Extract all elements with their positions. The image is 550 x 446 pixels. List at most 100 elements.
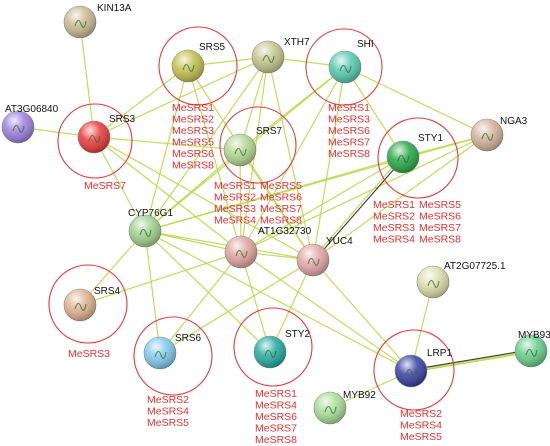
mesrs-label-srs5-mesrs2: MeSRS2 <box>172 114 214 126</box>
protein-structure-icon <box>139 228 152 237</box>
node-label-kin13a: KIN13A <box>97 3 132 14</box>
node-lrp1[interactable]: LRP1 <box>394 348 452 388</box>
mesrs-label-srs7-mesrs4: MeSRS4 <box>214 215 256 227</box>
mesrs-label-srs7-mesrs5: MeSRS5 <box>260 180 302 192</box>
mesrs-label-sty1-mesrs7: MeSRS7 <box>419 222 461 234</box>
node-label-nga3: NGA3 <box>500 116 528 127</box>
mesrs-label-shi-mesrs1: MeSRS1 <box>328 102 370 114</box>
edge-xth7-yuc4 <box>267 56 314 261</box>
highlight-ring-srs4 <box>48 264 128 344</box>
protein-structure-icon <box>235 249 248 258</box>
node-label-myb93: MYB93 <box>518 330 550 341</box>
protein-structure-icon <box>481 132 494 141</box>
node-label-shi: SHI <box>357 39 374 50</box>
protein-structure-icon <box>262 54 275 63</box>
node-label-cyp76g1: CYP76G1 <box>128 208 173 219</box>
edge-srs3-yuc4 <box>93 136 314 261</box>
edge-cyp76g1-srs4 <box>79 230 146 306</box>
mesrs-label-sty1-mesrs5: MeSRS5 <box>419 199 461 211</box>
highlight-ring-srs6 <box>133 316 213 396</box>
node-srs3[interactable]: SRS3 <box>77 114 136 154</box>
edge-sty1-cyp76g1 <box>144 156 404 232</box>
edge-srs3-at1g32730 <box>93 136 242 253</box>
node-srs5[interactable]: SRS5 <box>171 42 226 83</box>
protein-structure-icon <box>324 405 337 414</box>
edge-sty1-at1g32730 <box>240 156 404 253</box>
edge-lrp1-myb93 <box>410 350 532 372</box>
node-myb93[interactable]: MYB93 <box>514 330 550 368</box>
node-label-at2g07725.1: AT2G07725.1 <box>444 261 506 272</box>
edge-strong-lrp1-myb93-0 <box>410 349 531 371</box>
highlight-ring-srs5 <box>158 26 238 106</box>
node-label-sty2: STY2 <box>285 329 310 340</box>
node-nga3[interactable]: NGA3 <box>470 116 528 152</box>
node-cyp76g1[interactable]: CYP76G1 <box>128 208 173 248</box>
protein-structure-icon <box>405 368 418 377</box>
edge-strong-sty1-yuc4-0 <box>313 157 405 262</box>
edge-yuc4-sty2 <box>269 259 314 353</box>
node-label-at1g32730: AT1G32730 <box>258 226 312 237</box>
node-at1g32730[interactable]: AT1G32730 <box>224 226 312 269</box>
edge-shi-yuc4 <box>312 66 346 261</box>
mesrs-label-shi-mesrs8: MeSRS8 <box>328 148 370 160</box>
node-srs7[interactable]: SRS7 <box>223 126 283 167</box>
node-xth7[interactable]: XTH7 <box>251 37 310 74</box>
edge-srs3-srs5 <box>93 65 189 138</box>
mesrs-label-sty1-mesrs6: MeSRS6 <box>419 211 461 223</box>
node-myb92[interactable]: MYB92 <box>313 390 376 425</box>
node-at2g07725.1[interactable]: AT2G07725.1 <box>416 261 506 299</box>
mesrs-label-sty2-mesrs7: MeSRS7 <box>255 423 297 435</box>
node-label-yuc4: YUC4 <box>326 236 353 247</box>
mesrs-label-lrp1-mesrs2: MeSRS2 <box>400 408 442 420</box>
edge-cyp76g1-srs6 <box>144 230 161 354</box>
node-label-srs5: SRS5 <box>199 42 226 53</box>
edge-xth7-cyp76g1 <box>144 56 269 232</box>
node-srs4[interactable]: SRS4 <box>63 286 121 322</box>
edge-shi-nga3 <box>344 66 488 136</box>
mesrs-label-srs6-mesrs5: MeSRS5 <box>147 417 189 429</box>
mesrs-label-srs6-mesrs2: MeSRS2 <box>147 394 189 406</box>
highlight-ring-srs7 <box>219 106 297 184</box>
node-label-srs6: SRS6 <box>175 333 202 344</box>
mesrs-label-srs7-mesrs8: MeSRS8 <box>260 215 302 227</box>
node-kin13a[interactable]: KIN13A <box>63 3 132 39</box>
mesrs-label-sty2-mesrs6: MeSRS6 <box>255 411 297 423</box>
node-label-srs3: SRS3 <box>109 114 136 125</box>
mesrs-label-lrp1-mesrs5: MeSRS5 <box>400 431 442 443</box>
node-srs6[interactable]: SRS6 <box>143 333 202 370</box>
edge-srs5-cyp76g1 <box>144 65 189 232</box>
mesrs-label-srs4-mesrs3: MeSRS3 <box>68 348 110 360</box>
highlight-ring-sty2 <box>233 307 313 387</box>
mesrs-label-sty1-mesrs1: MeSRS1 <box>373 199 415 211</box>
mesrs-label-sty2-mesrs8: MeSRS8 <box>255 434 297 446</box>
node-label-xth7: XTH7 <box>284 37 310 48</box>
edge-kin13a-srs3 <box>79 21 95 138</box>
edge-at1g32730-srs6 <box>159 251 242 354</box>
protein-structure-icon <box>234 147 247 156</box>
edge-strong-sty1-yuc4-1 <box>311 155 403 260</box>
node-shi[interactable]: SHI <box>328 39 374 84</box>
edge-srs5-at1g32730 <box>187 65 242 253</box>
edge-srs7-yuc4 <box>239 149 314 261</box>
mesrs-label-sty1-mesrs8: MeSRS8 <box>419 234 461 246</box>
node-sty1[interactable]: STY1 <box>386 133 443 174</box>
mesrs-label-sty1-mesrs2: MeSRS2 <box>373 211 415 223</box>
mesrs-label-sty1-mesrs3: MeSRS3 <box>373 222 415 234</box>
mesrs-label-srs6-mesrs4: MeSRS4 <box>147 406 189 418</box>
node-sty2[interactable]: STY2 <box>253 329 310 369</box>
protein-structure-icon <box>12 124 25 133</box>
mesrs-label-shi-mesrs6: MeSRS6 <box>328 125 370 137</box>
edge-cyp76g1-lrp1 <box>144 230 412 372</box>
protein-structure-icon <box>88 134 101 143</box>
edge-srs3-cyp76g1 <box>93 136 146 232</box>
protein-structure-icon <box>339 64 352 73</box>
node-at3g06840[interactable]: AT3G06840 <box>1 104 59 144</box>
edge-srs7-at1g32730 <box>239 149 242 253</box>
edge-shi-sty1 <box>344 66 404 158</box>
edge-cyp76g1-sty2 <box>144 230 271 353</box>
node-yuc4[interactable]: YUC4 <box>296 236 353 277</box>
node-label-srs4: SRS4 <box>94 286 121 297</box>
edge-yuc4-lrp1 <box>312 259 412 372</box>
mesrs-label-sty1-mesrs4: MeSRS4 <box>373 234 415 246</box>
